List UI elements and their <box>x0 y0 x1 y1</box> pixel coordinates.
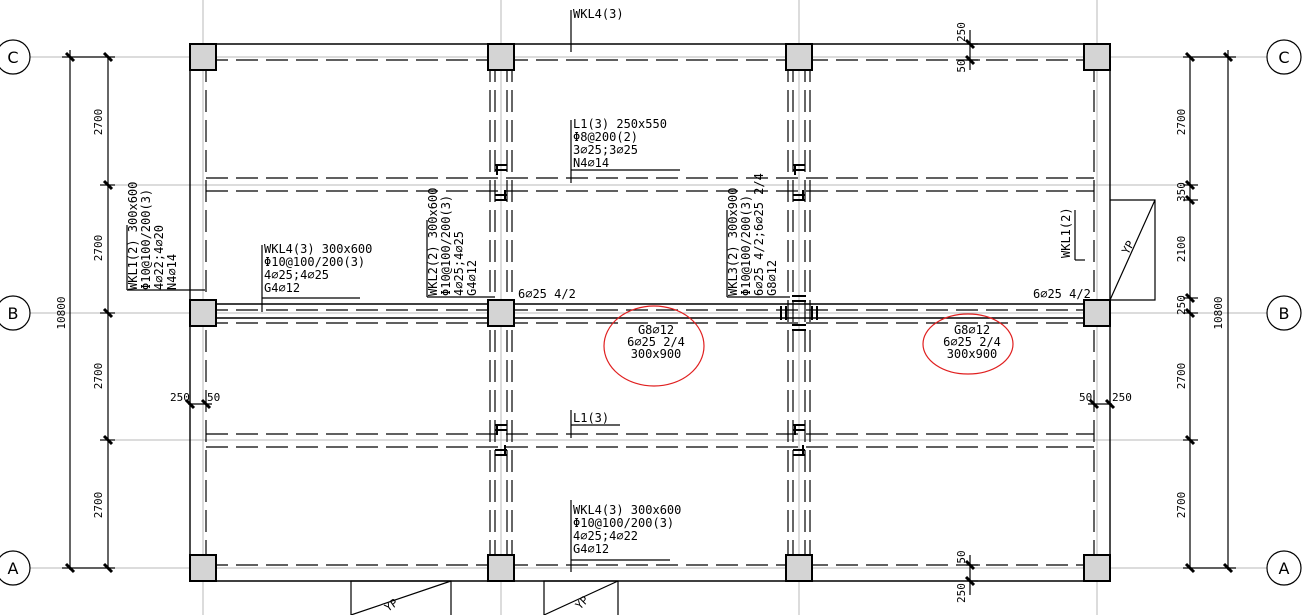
label-wkl1-right: WKL1(2) <box>1059 207 1073 258</box>
annotation-left-line3: 300x900 <box>631 347 682 361</box>
axis-label-a-right: A <box>1279 559 1290 578</box>
column <box>189 43 217 71</box>
label-wkl4-mid-line2: Φ10@100/200(3) <box>264 255 365 269</box>
label-wkl3-line1: WKL3(2) 300x900 <box>726 188 740 296</box>
label-wkl1-left-line3: 4⌀22;4⌀20 <box>152 225 166 290</box>
label-wkl3-line4: G8⌀12 <box>765 260 779 296</box>
label-wkl2-line4: G4⌀12 <box>465 260 479 296</box>
column <box>487 299 515 327</box>
dim-left-3: 2700 <box>92 363 105 390</box>
label-wkl4-bottom-line4: G4⌀12 <box>573 542 609 556</box>
dimension-texts: 2700 2700 2700 2700 10800 2700 350 2100 … <box>55 22 1225 603</box>
annotation-ellipse-left <box>603 305 705 387</box>
label-leaders <box>126 10 1085 572</box>
column <box>1083 43 1111 71</box>
label-wkl2-line1: WKL2(2) 300x600 <box>426 188 440 296</box>
axis-bubble-a-left <box>0 550 31 586</box>
dim-top-250: 250 <box>955 22 968 42</box>
label-l1-line4: N4⌀14 <box>573 156 609 170</box>
axis-label-c-right: C <box>1278 48 1289 67</box>
yp-zones <box>350 199 1156 615</box>
label-l1-line1: L1(3) 250x550 <box>573 117 667 131</box>
label-l1-line3: 3⌀25;3⌀25 <box>573 143 638 157</box>
column <box>785 554 813 582</box>
dim-right-2: 350 <box>1175 182 1188 202</box>
dim-left-4: 2700 <box>92 492 105 519</box>
label-wkl4-mid-line3: 4⌀25;4⌀25 <box>264 268 329 282</box>
dim-left-2: 2700 <box>92 235 105 262</box>
label-wkl4-bottom-line3: 4⌀25;4⌀22 <box>573 529 638 543</box>
label-wkl2-line3: 4⌀25;4⌀25 <box>452 231 466 296</box>
axis-label-b-left: B <box>8 304 19 323</box>
column <box>189 554 217 582</box>
yp-labels: YP YP YP <box>382 238 1137 614</box>
dim-right-5: 2700 <box>1175 363 1188 390</box>
axis-labels: C B A C B A <box>7 48 1289 578</box>
dim-mid-left-250: 250 <box>170 391 190 404</box>
label-wkl2-line2: Φ10@100/200(3) <box>439 195 453 296</box>
label-wkl1-left-line4: N4⌀14 <box>165 254 179 290</box>
dimension-lines-right <box>1183 50 1236 574</box>
label-wkl3-line2: Φ10@100/200(3) <box>739 195 753 296</box>
annotation-left-line2: 6⌀25 2/4 <box>627 335 685 349</box>
axis-label-c-left: C <box>7 48 18 67</box>
column <box>487 43 515 71</box>
dim-left-1: 2700 <box>92 109 105 136</box>
axis-bubbles <box>0 39 1302 586</box>
label-l1-second: L1(3) <box>573 411 609 425</box>
offset-dimension-ticks <box>184 30 1116 595</box>
axis-bubble-b-left <box>0 295 31 331</box>
axis-bubble-b-right <box>1266 295 1302 331</box>
dim-right-total: 10800 <box>1212 296 1225 329</box>
label-wkl3-line3: 6⌀25 4/2;6⌀25 2/4 <box>752 173 766 296</box>
red-annotations: G8⌀12 6⌀25 2/4 300x900 G8⌀12 6⌀25 2/4 30… <box>603 305 1014 387</box>
column <box>785 43 813 71</box>
dim-right-6: 2700 <box>1175 492 1188 519</box>
column <box>1083 299 1111 327</box>
label-wkl4-top: WKL4(3) <box>573 7 624 21</box>
axis-bubble-c-right <box>1266 39 1302 75</box>
dim-bottom-50: 50 <box>955 550 968 563</box>
axis-label-b-right: B <box>1279 304 1290 323</box>
yp-label-bottom-right: YP <box>573 593 592 612</box>
dim-left-total: 10800 <box>55 296 68 329</box>
annotation-right-line1: G8⌀12 <box>954 323 990 337</box>
column <box>487 554 515 582</box>
yp-zone-bottom-left <box>350 580 452 615</box>
dim-mid-left-50: 50 <box>207 391 220 404</box>
dim-top-50: 50 <box>955 59 968 72</box>
annotation-ellipse-right <box>922 313 1014 375</box>
label-top-bar-right: 6⌀25 4/2 <box>1033 287 1091 301</box>
columns <box>189 43 1111 582</box>
dimension-lines-left <box>62 50 115 574</box>
column <box>1083 554 1111 582</box>
dim-mid-right-250: 250 <box>1112 391 1132 404</box>
label-top-bar-mid: 6⌀25 4/2 <box>518 287 576 301</box>
dim-right-4: 250 <box>1175 295 1188 315</box>
yp-zone-bottom-right <box>543 580 619 615</box>
label-wkl1-left-line1: WKL1(2) 300x600 <box>126 182 140 290</box>
annotation-right-line2: 6⌀25 2/4 <box>943 335 1001 349</box>
dim-right-1: 2700 <box>1175 109 1188 136</box>
label-wkl4-mid-line1: WKL4(3) 300x600 <box>264 242 372 256</box>
annotation-right-line3: 300x900 <box>947 347 998 361</box>
axis-bubble-a-right <box>1266 550 1302 586</box>
yp-zone-right <box>1109 199 1156 301</box>
axis-bubble-c-left <box>0 39 31 75</box>
dim-mid-right-50: 50 <box>1079 391 1092 404</box>
label-wkl4-bottom-line2: Φ10@100/200(3) <box>573 516 674 530</box>
dim-right-3: 2100 <box>1175 236 1188 263</box>
yp-label-right: YP <box>1119 238 1137 256</box>
annotation-left-line1: G8⌀12 <box>638 323 674 337</box>
dim-bottom-250: 250 <box>955 583 968 603</box>
beam-labels: WKL4(3) L1(3) 250x550 Φ8@200(2) 3⌀25;3⌀2… <box>126 7 1091 556</box>
label-wkl1-left-line2: Φ10@100/200(3) <box>139 189 153 290</box>
label-l1-line2: Φ8@200(2) <box>573 130 638 144</box>
column <box>189 299 217 327</box>
axis-label-a-left: A <box>8 559 19 578</box>
label-wkl4-mid-line4: G4⌀12 <box>264 281 300 295</box>
joint-stirrups <box>495 164 818 456</box>
label-wkl4-bottom-line1: WKL4(3) 300x600 <box>573 503 681 517</box>
